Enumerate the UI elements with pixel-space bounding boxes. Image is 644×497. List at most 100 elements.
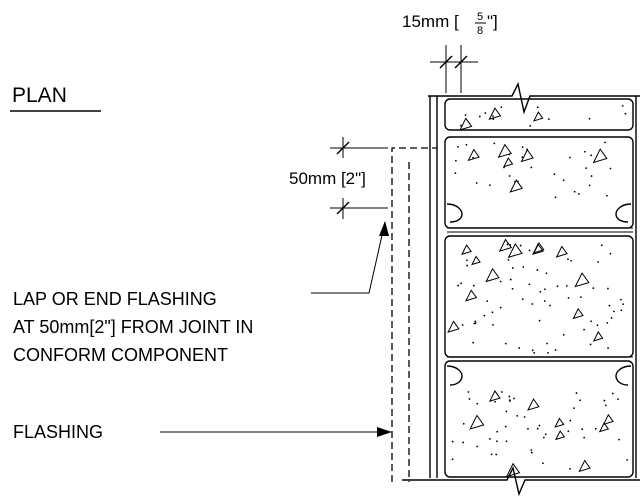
hatch-dot [527,427,529,430]
top-dimension-suffix: "] [487,12,498,31]
hatch-dot [618,438,620,441]
hatch-dot [578,193,580,195]
hatch-dot [590,154,593,157]
hatch-dot [626,458,628,461]
hatch-dot [609,167,612,170]
hatch-dot [492,115,494,118]
hatch-dot [597,261,600,263]
lap-flashing-note: LAP OR END FLASHING AT 50mm[2"] FROM JOI… [13,221,389,365]
hatch-dot [590,175,593,177]
hatch-triangle [574,272,590,288]
hatch-dot [553,173,556,176]
hatch-dot [606,321,609,324]
hatch-dot [522,266,525,268]
hatch-dot [588,184,591,187]
hatch-dot [523,108,526,111]
hatch-dot [622,303,625,306]
concrete-hatching [447,104,628,478]
hatch-dot [492,323,494,326]
hatch-dot [607,287,609,290]
hatch-dot [547,351,549,354]
top-dimension-numerator: 5 [477,11,483,23]
hatch-dot [565,284,568,287]
hatch-dot [504,425,507,428]
hatch-dot [472,156,474,159]
hatch-dot [607,347,609,350]
hatch-dot [454,172,457,175]
concrete-panel-3 [444,360,634,478]
hatch-triangle [464,289,478,302]
note-line-1: LAP OR END FLASHING [13,289,217,309]
hatch-triangle [503,157,514,168]
hatch-dot [536,106,539,109]
hatch-dot [592,287,595,290]
hatch-dot [539,290,542,293]
hatch-dot [505,440,508,443]
concrete-panel-top [444,98,634,131]
hatch-dot [476,445,479,448]
hatch-dot [489,438,491,440]
hatch-dot [562,334,565,336]
hatch-triangle [592,148,608,164]
hatch-dot [513,397,515,400]
hatch-dot [562,179,565,182]
hatch-dot [496,440,498,443]
side-dimension-value: 50mm [2"] [289,169,366,188]
panel-connector-1 [446,203,633,233]
hatch-triangle [554,430,566,441]
hatch-triangle [507,243,523,259]
hatch-dot [521,298,524,301]
hatch-triangle [505,462,521,478]
hatch-dot [530,166,533,169]
hatch-dot [451,458,454,461]
flashing-dashed-lines [391,147,437,482]
hatch-dot [603,399,606,402]
hatch-dot [474,322,477,324]
hatch-dot [459,124,462,127]
hatch-dot [528,283,531,286]
top-dimension-value: 15mm [ [402,12,459,31]
side-dimension: 50mm [2"] [289,137,388,219]
hatch-dot [491,311,494,314]
hatch-dot [499,306,502,309]
hatch-dot [509,244,512,246]
concrete-panel-2 [444,235,634,358]
hatch-triangle [554,417,565,428]
hatch-dot [517,180,519,183]
hatch-dot [580,296,582,299]
hatch-dot [451,440,454,443]
hatch-dot [569,467,571,470]
hatch-triangle [485,267,500,283]
hatch-dot [472,341,475,344]
hatch-triangle [527,398,540,411]
lap-leader-line [311,221,386,294]
hatch-dot [538,424,541,427]
hatch-dot [609,252,612,255]
hatch-dot [495,453,498,456]
hatch-triangle [497,143,512,159]
hatch-dot [581,428,584,431]
hatch-dot [567,296,570,299]
hatch-triangle [467,148,480,162]
hatch-dot [468,398,471,400]
hatch-dot [604,141,606,144]
hatch-dot [496,430,499,433]
hatch-dot [543,300,546,302]
hatch-dot [514,180,516,183]
hatch-dot [490,453,493,456]
top-dimension: 15mm [ 5 8 "] [402,11,498,93]
flashing-note: FLASHING [13,422,392,442]
hatch-dot [474,320,477,323]
plan-title: PLAN [12,84,67,107]
hatch-dot [508,175,511,177]
hatch-dot [501,391,503,393]
flashing-leader-arrowhead [377,427,392,437]
hatch-dot [617,398,619,401]
hatch-dot [466,259,468,262]
hatch-dot [585,167,588,170]
hatch-dot [544,288,546,291]
hatch-dot [573,407,575,410]
top-dimension-denominator: 8 [477,25,483,37]
hatch-dot [516,415,519,417]
hatch-dot [460,282,463,285]
